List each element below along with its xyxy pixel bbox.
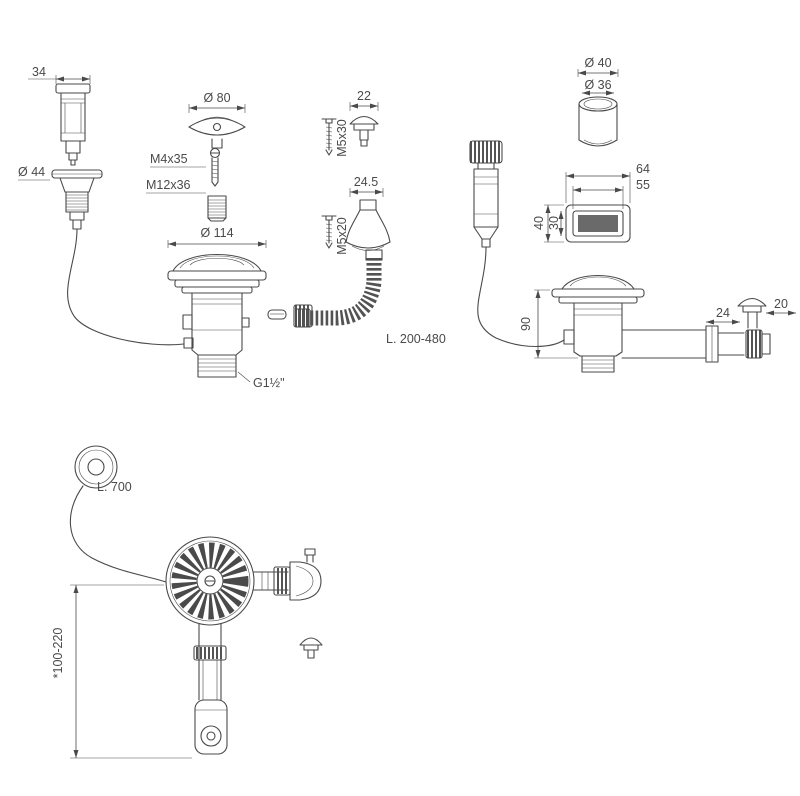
dim-label-install-height: *100-220	[51, 628, 65, 679]
dim-label-screw-short: M5x20	[335, 217, 349, 255]
dim-label-cover-width-outer: 64	[636, 162, 650, 176]
dim-label-screw-long: M5x30	[335, 119, 349, 157]
assembled-front-view: L. 700 *100-220	[51, 445, 323, 759]
dim-label-cover-height-inner: 30	[547, 216, 561, 230]
dim-label-strainer-diameter: Ø 114	[200, 226, 233, 240]
dim-label-hose-length: L. 200-480	[386, 332, 446, 346]
dim-label-cable-length: L. 700	[97, 480, 132, 494]
dim-label-knob-width: 20	[774, 297, 788, 311]
dim-label-pipe-inner: Ø 36	[584, 78, 611, 92]
dim-label-pipe-outer: Ø 40	[584, 56, 611, 70]
overflow-cover-opening	[578, 215, 618, 232]
dim-label-stud-bolt: M12x36	[146, 178, 191, 192]
dim-label-cover-width-inner: 55	[636, 178, 650, 192]
dim-label-pipe-offset: 24	[716, 306, 730, 320]
dim-label-push-button-width: 34	[32, 65, 46, 79]
push-button-assembly: 34 Ø 44	[18, 65, 185, 346]
overflow-exploded-view: 22 M5x30 24.5 M5x20 L. 200-480	[295, 89, 446, 346]
dim-label-cover-height-outer: 40	[532, 216, 546, 230]
dim-label-cap-screw: M4x35	[150, 152, 188, 166]
dim-label-push-button-base-diameter: Ø 44	[18, 165, 45, 179]
dim-label-elbow-width: 24.5	[354, 175, 378, 189]
dim-label-rosette-width: 22	[357, 89, 371, 103]
dim-label-outlet-thread: G1½"	[253, 376, 285, 390]
dim-label-body-height: 90	[519, 317, 533, 331]
assembled-side-view: Ø 40 Ø 36 64 55 40 30	[469, 56, 796, 373]
dim-label-cap-diameter: Ø 80	[203, 91, 230, 105]
